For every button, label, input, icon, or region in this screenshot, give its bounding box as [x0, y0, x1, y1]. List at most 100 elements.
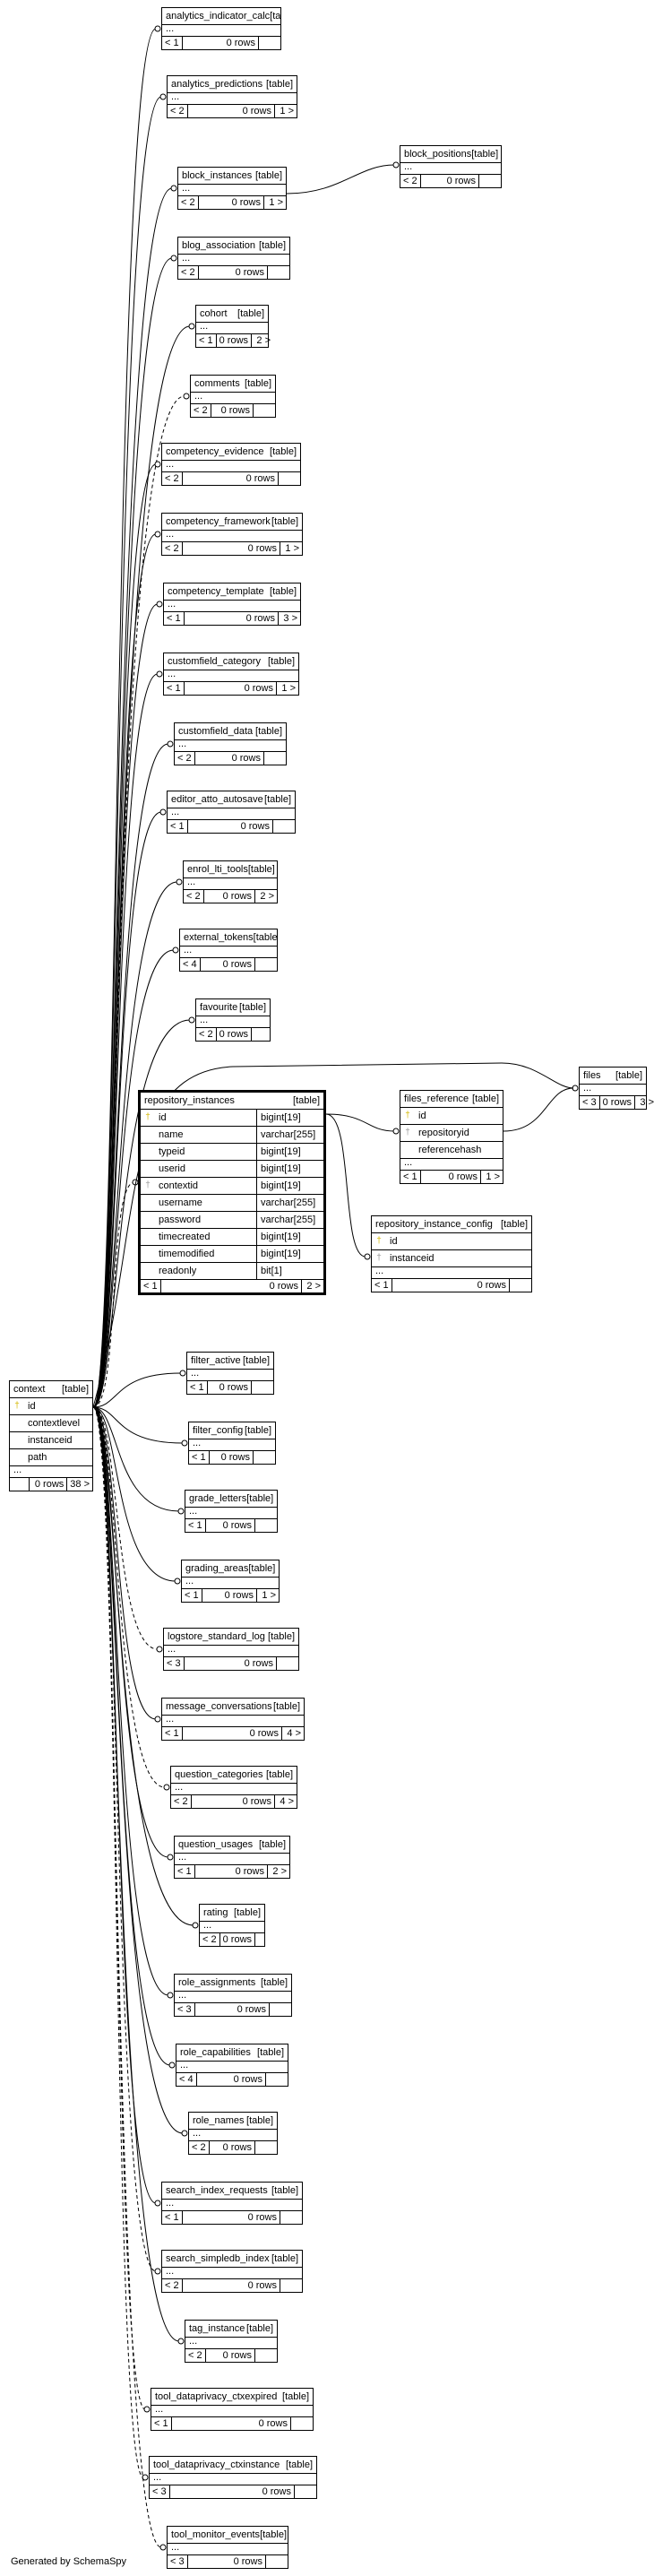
- parents-count[interactable]: < 1: [400, 1171, 421, 1183]
- children-count[interactable]: 1 >: [281, 683, 296, 694]
- children-count[interactable]: [252, 1381, 273, 1394]
- parents-count[interactable]: [10, 1478, 30, 1491]
- children-count[interactable]: 1 >: [280, 106, 294, 117]
- children-count[interactable]: 3 >: [283, 613, 297, 624]
- parents-count[interactable]: < 1: [141, 1280, 161, 1292]
- children-count[interactable]: [264, 752, 286, 765]
- parents-count[interactable]: < 3: [175, 2003, 195, 2016]
- children-count[interactable]: [255, 1933, 277, 1946]
- parents-count[interactable]: < 2: [162, 472, 183, 485]
- files-reference-table[interactable]: files_reference [table] †id†repositoryid…: [400, 1090, 503, 1184]
- parents-count[interactable]: < 3: [150, 2485, 170, 2498]
- repository-instance-config-table[interactable]: repository_instance_config [table] †id†i…: [371, 1215, 532, 1292]
- parents-count[interactable]: < 2: [189, 2141, 210, 2154]
- table-tool-dataprivacy-ctxexpired[interactable]: tool_dataprivacy_ctxexpired[table]...< 1…: [151, 2388, 314, 2431]
- parents-count[interactable]: < 3: [168, 2555, 188, 2568]
- parents-count[interactable]: < 2: [400, 175, 421, 187]
- parents-count[interactable]: < 1: [162, 37, 183, 49]
- children-count[interactable]: [277, 1657, 298, 1670]
- parents-count[interactable]: < 2: [184, 890, 204, 903]
- children-count[interactable]: [254, 404, 275, 417]
- children-count[interactable]: [291, 2417, 313, 2430]
- parents-count[interactable]: < 4: [176, 2073, 197, 2086]
- children-count[interactable]: [295, 2485, 316, 2498]
- children-count[interactable]: 2 >: [260, 891, 274, 902]
- children-count[interactable]: [479, 175, 501, 187]
- parents-count[interactable]: < 1: [162, 1727, 183, 1740]
- parents-count[interactable]: < 2: [178, 266, 199, 279]
- parents-count[interactable]: < 1: [189, 1451, 210, 1464]
- children-count[interactable]: [254, 1451, 275, 1464]
- parents-count[interactable]: < 1: [162, 2211, 183, 2224]
- parents-count[interactable]: < 1: [168, 820, 188, 833]
- parents-count[interactable]: < 3: [580, 1096, 600, 1109]
- parents-count[interactable]: < 1: [187, 1381, 208, 1394]
- children-count[interactable]: [270, 2003, 291, 2016]
- parents-count[interactable]: < 1: [164, 612, 185, 625]
- children-count[interactable]: [266, 2555, 288, 2568]
- children-count[interactable]: [252, 1028, 273, 1041]
- children-count[interactable]: [273, 820, 295, 833]
- children-count[interactable]: [266, 2073, 288, 2086]
- children-count[interactable]: 2 >: [306, 1281, 321, 1292]
- parents-count[interactable]: < 2: [171, 1795, 192, 1808]
- children-count[interactable]: 38 >: [70, 1479, 90, 1490]
- children-count[interactable]: 4 >: [280, 1796, 294, 1807]
- children-count[interactable]: [255, 2349, 277, 2362]
- parents-count[interactable]: < 1: [151, 2417, 172, 2430]
- children-count[interactable]: [255, 2141, 277, 2154]
- parents-count[interactable]: < 1: [196, 334, 217, 347]
- parents-count[interactable]: < 2: [200, 1933, 220, 1946]
- parents-count[interactable]: < 2: [168, 105, 188, 117]
- parents-count[interactable]: < 2: [178, 196, 199, 209]
- children-count[interactable]: 1 >: [269, 197, 283, 208]
- children-count[interactable]: 1 >: [486, 1171, 500, 1182]
- children-count[interactable]: 3 >: [640, 1097, 654, 1108]
- parents-count[interactable]: < 1: [372, 1279, 392, 1292]
- parents-count[interactable]: < 2: [162, 542, 183, 555]
- children-count[interactable]: [259, 37, 280, 49]
- parents-count[interactable]: < 2: [191, 404, 211, 417]
- table-analytics-indicator-calc[interactable]: analytics_indicator_calc[table]...< 10 r…: [161, 7, 281, 50]
- children-count[interactable]: 2 >: [272, 1866, 287, 1877]
- children-count[interactable]: 1 >: [285, 543, 299, 554]
- table-tool-dataprivacy-ctxinstance[interactable]: tool_dataprivacy_ctxinstance[table]...< …: [149, 2456, 317, 2499]
- parents-count[interactable]: < 1: [175, 1865, 195, 1878]
- children-count[interactable]: [255, 1519, 277, 1532]
- parents-count[interactable]: < 1: [164, 682, 185, 695]
- parents-count[interactable]: < 3: [164, 1657, 185, 1670]
- parents-count[interactable]: < 2: [196, 1028, 217, 1041]
- parents-count[interactable]: < 2: [162, 2279, 183, 2292]
- parents-count[interactable]: < 2: [175, 752, 195, 765]
- children-count[interactable]: [280, 2211, 302, 2224]
- children-count[interactable]: [279, 472, 300, 485]
- children-count[interactable]: [280, 2279, 302, 2292]
